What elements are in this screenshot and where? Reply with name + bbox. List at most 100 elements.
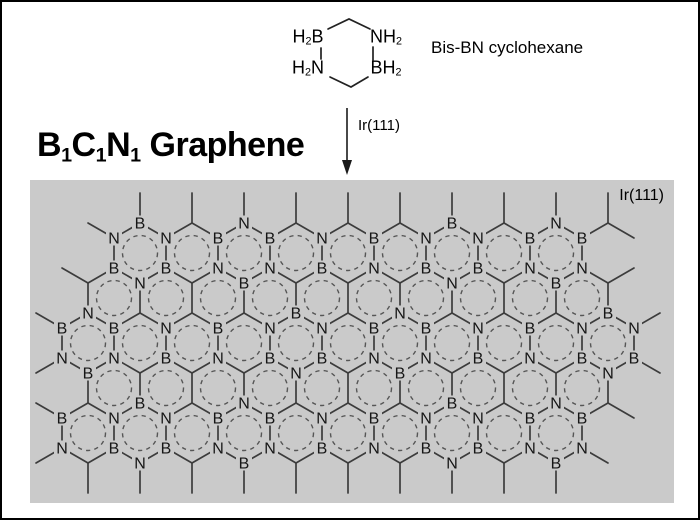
atom-label-back [418,230,434,246]
ring-circle [199,369,237,407]
atom-label: N [238,396,250,413]
atom-label: N [550,396,562,413]
atom-label-back [418,320,434,336]
subscript: 2 [395,35,403,48]
atom-label-back [262,260,278,276]
atom-label-back [132,275,148,291]
ring-circle [277,414,315,452]
atom-label-back [366,410,382,426]
atom-label-back [158,230,174,246]
atom-label: B [421,441,432,458]
atom-label-back [574,230,590,246]
atom-label-back [210,350,226,366]
atom-label: N [212,261,224,278]
ring-circle [121,234,159,272]
atom-label-back [236,215,252,231]
ring-circle [173,234,211,272]
atom-label-back [418,350,434,366]
ring-circle [459,369,497,407]
atom-label-back [288,365,304,381]
bond [607,222,635,239]
atom-label: B [525,231,536,248]
text-segment: Graphene [140,126,305,164]
atom-label-backs [54,215,642,471]
ring-circle [121,414,159,452]
atom-label-back [132,455,148,471]
atom-label-back [80,365,96,381]
ring-circle [407,369,445,407]
atom-label: N [576,441,588,458]
atom-label-back [262,350,278,366]
atom-label-back [600,365,616,381]
atom-label-back [106,320,122,336]
atom-label: N [576,261,588,278]
bond [61,267,89,284]
atom-label-back [106,440,122,456]
atom-label: N [472,321,484,338]
ring-circle [537,324,575,362]
atom-label-back [392,305,408,321]
atom-label-back [574,410,590,426]
ring-circle [433,414,471,452]
atom-label: B [265,231,276,248]
atom-label: N [56,441,68,458]
atom-label-back [106,350,122,366]
atom-label: B [161,441,172,458]
atom-label-back [626,320,642,336]
substrate-label: Ir(111) [619,187,664,204]
ring-circle [485,414,523,452]
atom-label-back [288,305,304,321]
bcn-lattice: NBNBBNBNNBBNNBNBBNBNBNBNNBBNNBNBBNBNNBBN… [35,192,661,494]
atom-label: N [108,231,120,248]
atom-label-back [574,440,590,456]
atom-label: B [83,366,94,383]
bond [607,267,635,284]
substrate-panel [30,180,674,503]
atom-label: N [394,306,406,323]
atom-label-back [548,275,564,291]
atom-label: N [316,411,328,428]
atom-label-back [444,275,460,291]
atom-label-back [522,440,538,456]
atom-label: N [238,216,250,233]
atom-label: B [239,456,250,473]
subscript: 1 [61,144,72,167]
ring-circle [355,279,393,317]
reaction-arrow [342,108,352,175]
ring-circle [225,414,263,452]
atom-label: B [135,216,146,233]
text-segment: C [71,126,97,164]
atom-label-back [314,230,330,246]
atom-label-back [54,320,70,336]
atom-label-back [418,440,434,456]
atom-labels: NBNBBNBNNBBNNBNBBNBNBNBNNBBNNBNBBNBNNBBN… [56,216,640,473]
atom-label: N [108,351,120,368]
ring-circle [381,324,419,362]
atom-label: B [473,351,484,368]
text-segment: H [382,57,396,78]
atom-label-back [600,305,616,321]
atom-label-back [210,260,226,276]
atom-label: N [264,321,276,338]
atom-label: N [56,351,68,368]
ring-circle [537,414,575,452]
text-segment: H [382,26,396,47]
atom-label-back [574,260,590,276]
ring-circle [407,279,445,317]
ring-circle [277,324,315,362]
atom-label-back [470,230,486,246]
atom-label: N [82,306,94,323]
atom-label-back [470,410,486,426]
atom-label-back [236,275,252,291]
atom-label: B [57,321,68,338]
ring-circle [537,234,575,272]
atom-label-back [366,350,382,366]
atom-label: N [420,411,432,428]
ring-circle [147,279,185,317]
text-segment: B [37,126,62,164]
atom-label: B [603,306,614,323]
atom-label-back [158,440,174,456]
atom-label-back [132,215,148,231]
atom-label: B [421,321,432,338]
